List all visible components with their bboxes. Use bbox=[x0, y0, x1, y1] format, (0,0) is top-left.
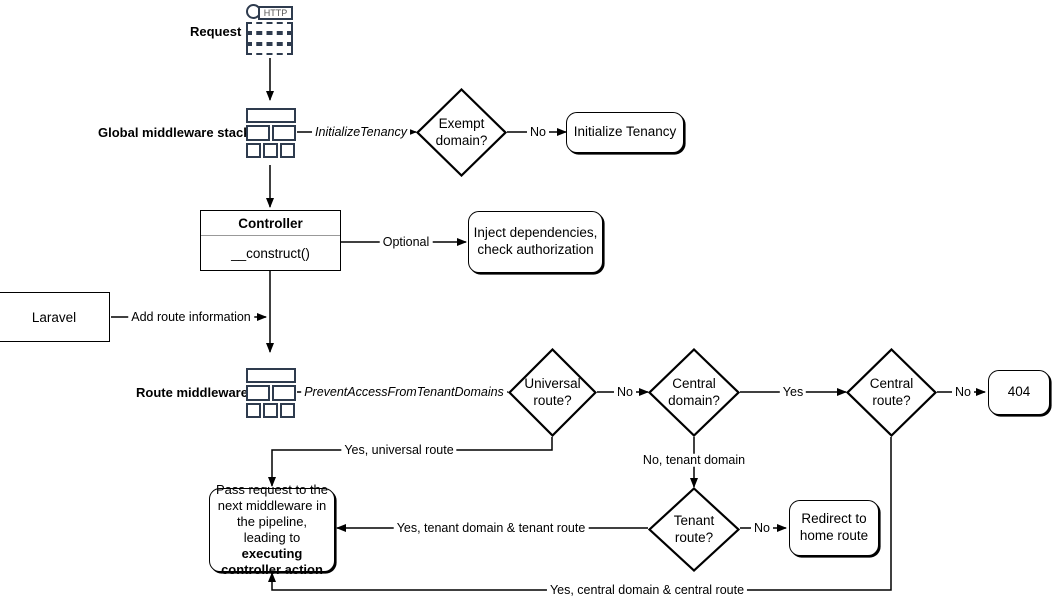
node-inject-dependencies[interactable]: Inject dependencies, check authorization bbox=[468, 211, 603, 273]
pass-request-emphasis: executing controller action bbox=[221, 545, 323, 577]
global-middleware-stack-icon bbox=[246, 108, 296, 158]
edge-label-no-tenant-domain: No, tenant domain bbox=[639, 454, 749, 467]
diamond-shape bbox=[648, 487, 740, 572]
node-404[interactable]: 404 bbox=[988, 370, 1050, 415]
node-laravel[interactable]: Laravel bbox=[0, 292, 110, 342]
central-domain-line2: domain? bbox=[668, 392, 720, 408]
decision-universal-route[interactable]: Universal route? bbox=[508, 348, 597, 437]
http-label: HTTP bbox=[258, 6, 293, 20]
stack-row2-block2 bbox=[272, 385, 296, 401]
stack-row2-block1 bbox=[246, 125, 270, 141]
caption-route-middleware: Route middleware bbox=[136, 385, 248, 400]
inject-line-2: check authorization bbox=[477, 242, 594, 257]
universal-route-line1: Universal bbox=[524, 376, 581, 392]
stack-row3-block2 bbox=[263, 143, 278, 158]
http-request-icon: HTTP bbox=[246, 4, 296, 58]
stack-row3-block2 bbox=[263, 403, 278, 418]
edge-label-optional: Optional bbox=[379, 236, 433, 249]
stack-row3-block3 bbox=[280, 143, 295, 158]
edge-label-central-route-no: No bbox=[952, 386, 974, 399]
stack-row3-block3 bbox=[280, 403, 295, 418]
tenant-route-line1: Tenant bbox=[673, 513, 715, 529]
redirect-line-2: home route bbox=[799, 528, 869, 543]
tenant-route-line2: route? bbox=[674, 529, 714, 545]
node-redirect-home-route[interactable]: Redirect to home route bbox=[789, 500, 879, 556]
central-route-line2: route? bbox=[872, 392, 911, 408]
decision-label: Central domain? bbox=[648, 348, 740, 437]
edge-label-central-domain-yes: Yes bbox=[779, 386, 807, 399]
edge-label-exempt-no: No bbox=[527, 126, 549, 139]
edge-label-initialize-tenancy: InitializeTenancy bbox=[312, 126, 410, 139]
dashed-row-2 bbox=[246, 33, 293, 44]
edge-label-prevent-access: PreventAccessFromTenantDomains bbox=[301, 386, 507, 399]
node-initialize-tenancy[interactable]: Initialize Tenancy bbox=[566, 112, 684, 153]
stack-row2-block1 bbox=[246, 385, 270, 401]
edge-label-yes-universal-route: Yes, universal route bbox=[341, 444, 457, 457]
node-controller-class[interactable]: Controller __construct() bbox=[200, 210, 341, 271]
stack-row2-block2 bbox=[272, 125, 296, 141]
diamond-shape bbox=[416, 88, 507, 177]
caption-request: Request bbox=[190, 24, 242, 39]
edge-label-yes-central-domain-central-route: Yes, central domain & central route bbox=[546, 584, 748, 597]
edge-label-add-route-information: Add route information bbox=[128, 311, 254, 324]
stack-row3-block1 bbox=[246, 143, 261, 158]
diamond-shape bbox=[846, 348, 937, 437]
central-route-line1: Central bbox=[869, 376, 914, 392]
inject-line-1: Inject dependencies, bbox=[473, 225, 598, 241]
edge-label-universal-no: No bbox=[614, 386, 636, 399]
decision-tenant-route[interactable]: Tenant route? bbox=[648, 487, 740, 572]
controller-class-method: __construct() bbox=[231, 245, 310, 261]
stack-row1-block1 bbox=[246, 108, 296, 123]
decision-label: Exempt domain? bbox=[416, 88, 507, 177]
exempt-domain-line1: Exempt bbox=[438, 116, 485, 132]
edge-label-tenant-route-no: No bbox=[751, 522, 773, 535]
decision-exempt-domain[interactable]: Exempt domain? bbox=[416, 88, 507, 177]
stack-row3-block1 bbox=[246, 403, 261, 418]
controller-class-title: Controller bbox=[201, 211, 340, 236]
dashed-row-1 bbox=[246, 22, 293, 33]
stack-row1-block1 bbox=[246, 368, 296, 383]
diamond-shape bbox=[648, 348, 740, 437]
route-middleware-stack-icon bbox=[246, 368, 296, 418]
decision-label: Central route? bbox=[846, 348, 937, 437]
decision-label: Tenant route? bbox=[648, 487, 740, 572]
central-domain-line1: Central bbox=[672, 376, 716, 392]
dashed-row-3 bbox=[246, 44, 293, 55]
redirect-line-1: Redirect to bbox=[801, 511, 867, 527]
decision-central-route[interactable]: Central route? bbox=[846, 348, 937, 437]
decision-label: Universal route? bbox=[508, 348, 597, 437]
universal-route-line2: route? bbox=[533, 392, 572, 408]
edge-label-yes-tenant-domain-tenant-route: Yes, tenant domain & tenant route bbox=[393, 522, 589, 535]
diamond-shape bbox=[508, 348, 597, 437]
decision-central-domain[interactable]: Central domain? bbox=[648, 348, 740, 437]
caption-global-middleware-stack: Global middleware stack bbox=[98, 125, 251, 140]
exempt-domain-line2: domain? bbox=[435, 132, 488, 148]
pass-request-text: Pass request to the next middleware in t… bbox=[216, 482, 329, 545]
node-pass-request-to-next-middleware[interactable]: Pass request to the next middleware in t… bbox=[209, 482, 335, 577]
